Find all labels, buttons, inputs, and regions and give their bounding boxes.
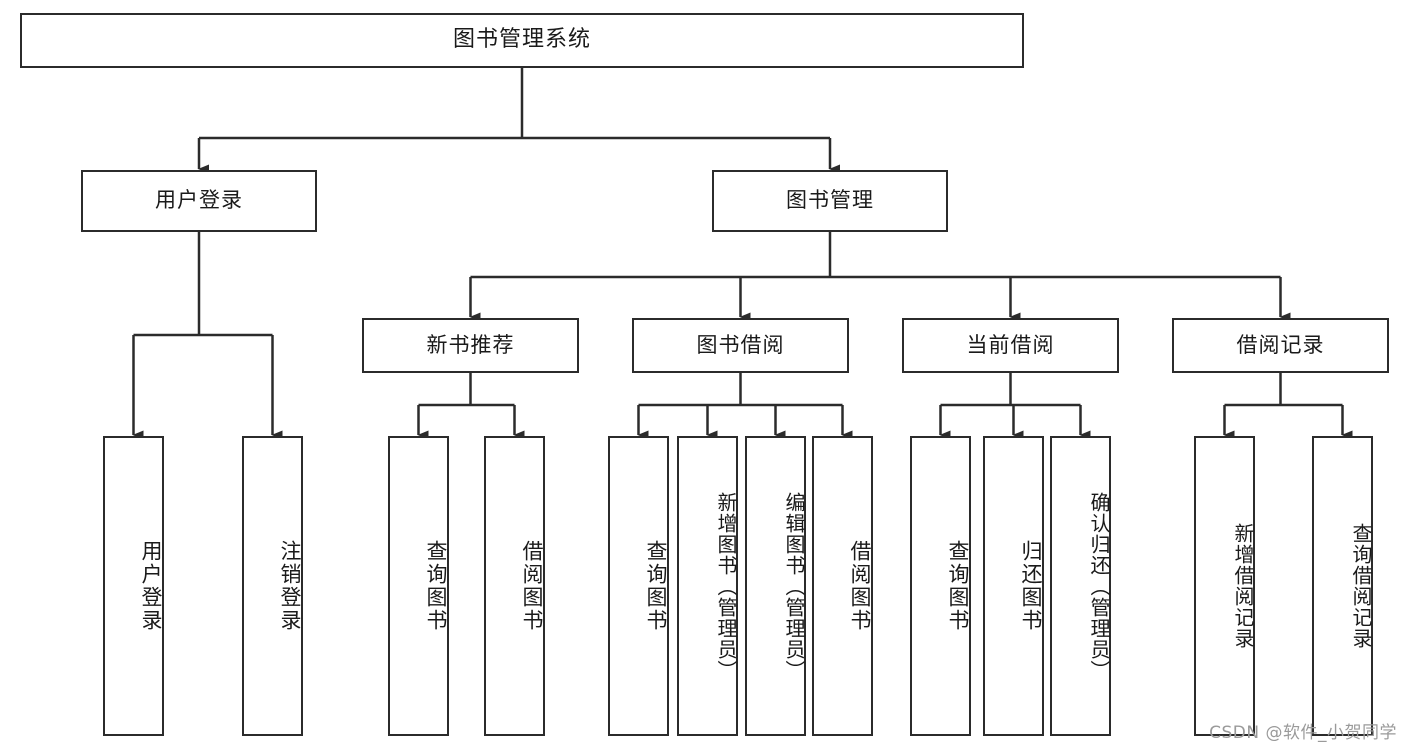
node-label: 归还图书: [1019, 540, 1043, 632]
leaf-add-book-admin[interactable]: 新增图书（管理员）: [677, 436, 738, 736]
node-label: 当前借阅: [966, 332, 1055, 357]
leaf-query-books-recommendation[interactable]: 查询图书: [388, 436, 449, 736]
leaf-borrow-books-recommendation[interactable]: 借阅图书: [484, 436, 545, 736]
csdn-watermark: CSDN @软件_小贺同学: [1209, 723, 1397, 743]
node-label: 确认归还（管理员）: [1087, 491, 1111, 681]
node-label: 图书管理系统: [452, 27, 591, 53]
node-borrowing-records[interactable]: 借阅记录: [1172, 318, 1389, 373]
node-label: 查询借阅记录: [1349, 523, 1373, 649]
node-root-system[interactable]: 图书管理系统: [20, 13, 1024, 68]
leaf-borrow-books[interactable]: 借阅图书: [812, 436, 873, 736]
node-label: 用户登录: [155, 188, 243, 213]
leaf-query-books-borrowing[interactable]: 查询图书: [608, 436, 669, 736]
node-label: 查询图书: [946, 540, 970, 632]
node-label: 新书推荐: [426, 332, 515, 357]
leaf-user-logout[interactable]: 注销登录: [242, 436, 303, 736]
leaf-query-books-current[interactable]: 查询图书: [910, 436, 971, 736]
leaf-add-borrowing-record[interactable]: 新增借阅记录: [1194, 436, 1255, 736]
node-label: 借阅图书: [848, 540, 872, 632]
leaf-user-login[interactable]: 用户登录: [103, 436, 164, 736]
node-label: 注销登录: [278, 540, 302, 632]
leaf-confirm-return-admin[interactable]: 确认归还（管理员）: [1050, 436, 1111, 736]
node-book-management-module[interactable]: 图书管理: [712, 170, 948, 232]
node-label: 借阅记录: [1236, 332, 1325, 357]
node-label: 借阅图书: [520, 540, 544, 632]
node-user-login-module[interactable]: 用户登录: [81, 170, 317, 232]
leaf-return-books[interactable]: 归还图书: [983, 436, 1044, 736]
node-label: 编辑图书（管理员）: [782, 491, 806, 681]
node-new-book-recommendation[interactable]: 新书推荐: [362, 318, 579, 373]
node-label: 新增借阅记录: [1231, 523, 1255, 649]
node-current-borrowing[interactable]: 当前借阅: [902, 318, 1119, 373]
node-label: 查询图书: [644, 540, 668, 632]
leaf-query-borrowing-record[interactable]: 查询借阅记录: [1312, 436, 1373, 736]
node-label: 用户登录: [139, 540, 163, 632]
node-book-borrowing[interactable]: 图书借阅: [632, 318, 849, 373]
node-label: 图书借阅: [696, 332, 785, 357]
node-label: 图书管理: [786, 188, 874, 213]
node-label: 新增图书（管理员）: [714, 491, 738, 681]
leaf-edit-book-admin[interactable]: 编辑图书（管理员）: [745, 436, 806, 736]
node-label: 查询图书: [424, 540, 448, 632]
